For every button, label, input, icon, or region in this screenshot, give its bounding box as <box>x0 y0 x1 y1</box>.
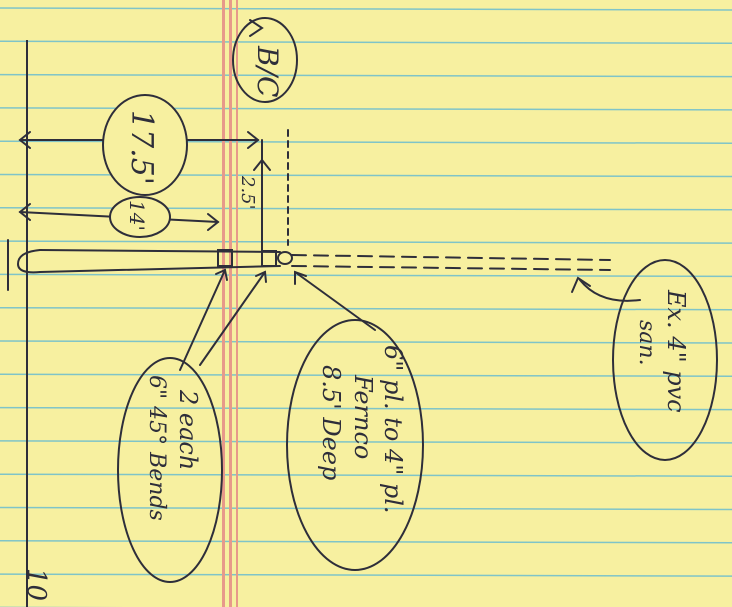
leader-fernco-head <box>294 270 307 285</box>
existing-line-2: san. <box>634 320 659 366</box>
ruled-line <box>0 306 732 311</box>
dim-short-label: 14' <box>125 200 149 231</box>
ruled-line <box>0 373 732 378</box>
ruled-line <box>0 40 732 45</box>
existing-pipe-upper <box>291 254 611 261</box>
ruled-line <box>0 406 732 411</box>
existing-bubble <box>612 259 718 461</box>
leader-existing-head <box>571 276 591 293</box>
dim-long-bubble <box>102 94 188 196</box>
ruled-line <box>0 240 732 244</box>
leader-existing <box>579 279 641 302</box>
ruled-line <box>0 7 732 11</box>
ruled-line <box>0 273 732 278</box>
leader-bend-1-head <box>215 268 228 281</box>
dimension-arrows-long <box>18 131 260 149</box>
ruled-line <box>0 173 732 178</box>
pipe-note-line-2: Fernco <box>349 374 377 459</box>
dim-short-bubble <box>109 196 171 238</box>
margin-line-3 <box>236 0 238 607</box>
leader-bend-2 <box>199 271 266 366</box>
offset-label: 2.5' <box>237 175 258 210</box>
ruled-line <box>0 207 732 211</box>
dimension-arrows-short <box>18 203 220 231</box>
bend-fitting-1 <box>217 249 233 267</box>
ruled-line <box>0 340 732 344</box>
ruled-lines <box>0 7 732 607</box>
ruled-line <box>0 440 732 444</box>
fernco-coupling <box>277 251 293 265</box>
bends-line-1: 2 each <box>174 389 202 470</box>
margin-line-1 <box>222 0 225 607</box>
fernco-bubble <box>286 319 424 571</box>
bc-bubble <box>232 17 298 103</box>
page-number: 10 <box>21 568 51 601</box>
margin-line-2 <box>229 0 232 607</box>
offset-arrow <box>253 158 271 171</box>
ruled-line <box>0 540 732 544</box>
ruled-line <box>0 73 732 78</box>
ruled-line <box>0 573 732 577</box>
pipe-lower <box>39 265 281 273</box>
pipe-cleanout <box>16 249 41 274</box>
ruled-line <box>0 107 732 111</box>
pipe-note-line-3: 8.5' Deep <box>317 365 345 480</box>
existing-pipe-lower <box>291 265 611 271</box>
leader-bend-1 <box>179 269 226 371</box>
bc-label: B/C <box>251 45 284 97</box>
bends-bubble <box>117 357 223 583</box>
pipe-upper <box>39 249 281 253</box>
existing-line-1: Ex. 4" pvc <box>662 289 690 413</box>
ruled-line <box>0 506 732 511</box>
dim-long-label: 17.5' <box>124 110 159 185</box>
bends-line-2: 6" 45° Bends <box>144 375 169 521</box>
bc-arrow <box>249 19 264 37</box>
pipe-note-line-1: 6" pl. to 4" pl. <box>379 345 407 514</box>
ruled-line <box>0 473 732 477</box>
bend-fitting-2 <box>261 250 277 267</box>
leader-bend-2-head <box>255 270 267 283</box>
